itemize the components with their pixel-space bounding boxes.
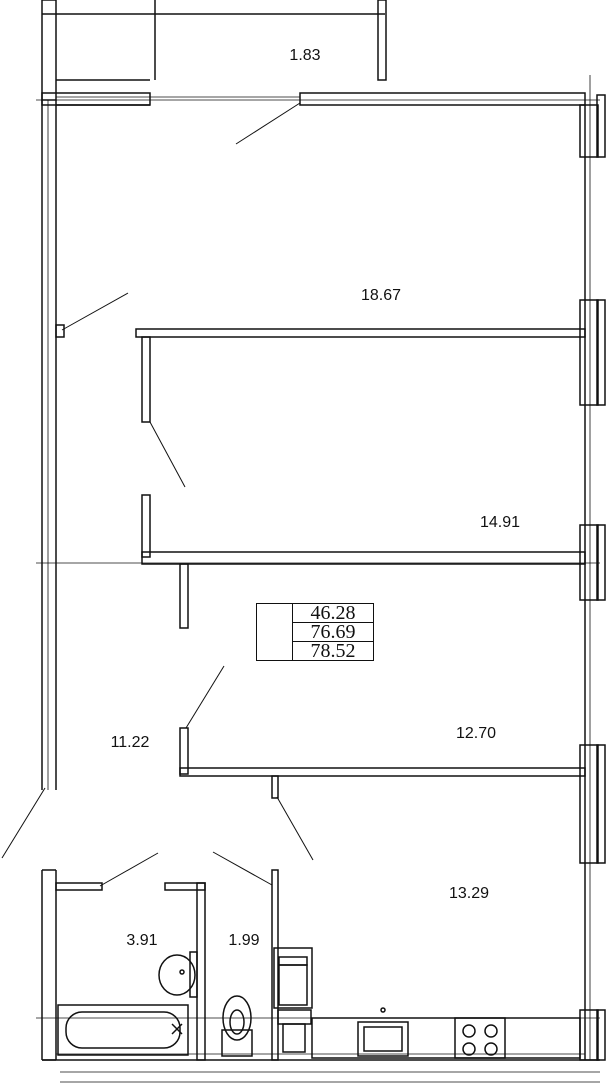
kitchen-area-label: 13.29: [448, 885, 490, 902]
area-summary-stub: [257, 604, 293, 660]
balcony-outline: [41, 0, 387, 101]
balcony-area-label: 1.83: [289, 47, 321, 64]
bathroom-area-label: 3.91: [126, 932, 158, 949]
toilet-area-label: 1.99: [228, 932, 260, 949]
total-with-balcony-value: 78.52: [310, 640, 356, 662]
axis-lines: [36, 99, 600, 1019]
exterior-wall-left: [41, 100, 57, 1061]
exterior-wall-right: [579, 75, 606, 1061]
room-top-area-label: 18.67: [360, 287, 402, 304]
utility-shaft: [273, 947, 313, 1053]
living-area-value: 46.28: [293, 603, 373, 623]
total-area-value: 76.69: [293, 622, 373, 642]
partition-walls: [55, 324, 586, 1061]
area-summary-table: 46.28 76.69 78.52: [256, 603, 374, 661]
bathroom-sink-fixture: [158, 951, 198, 998]
exterior-wall-bottom: [42, 1053, 600, 1083]
room-right-area-label: 12.70: [455, 725, 497, 742]
door-swings: [1, 102, 314, 887]
hall-area-label: 11.22: [110, 734, 150, 751]
room-middle-area-label: 14.91: [479, 514, 521, 531]
exterior-wall-top: [41, 92, 586, 106]
bathtub-fixture: [57, 1004, 189, 1056]
kitchen-counter: [311, 1007, 581, 1059]
toilet-fixture: [221, 995, 253, 1057]
